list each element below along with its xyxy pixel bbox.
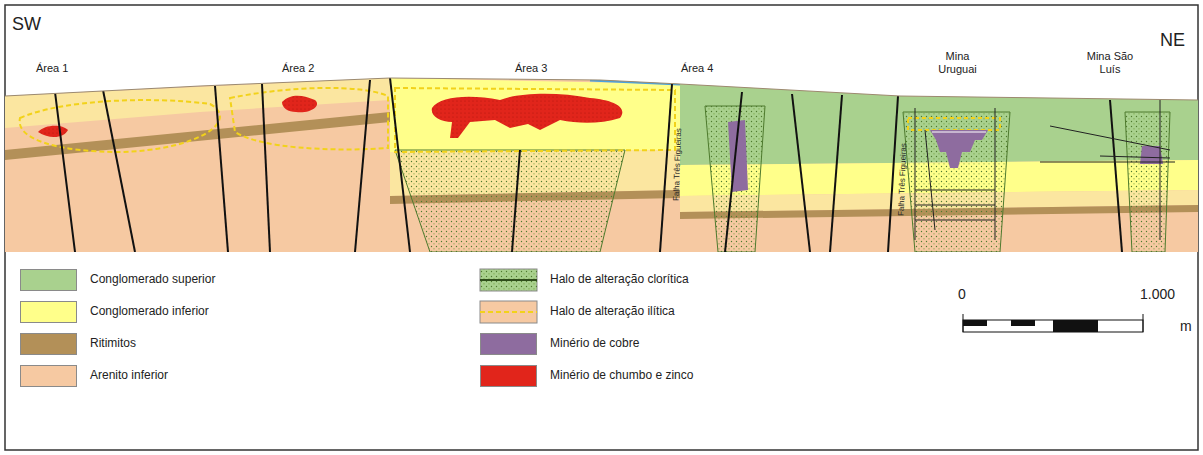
direction-label: SW [12,14,41,35]
legend-text: Minério de cobre [550,337,639,351]
legend-text: Arenito inferior [90,369,168,383]
area-label: Mina São Luís [1080,50,1140,75]
legend-text: Conglomerado superior [90,273,215,287]
legend-swatch [20,365,77,387]
scale-label: m [1180,318,1192,334]
area-label: Área 1 [36,62,68,75]
scale-label: 1.000 [1140,286,1175,302]
legend-swatch [20,269,77,291]
area-label: Mina Uruguai [930,50,985,75]
legend-swatch [20,301,77,323]
fault-label: Falha Três Figueiras [896,143,908,216]
direction-label: NE [1160,30,1185,51]
legend-text: Halo de alteração clorítica [550,273,689,287]
legend-swatch [480,365,537,387]
fault-label: Falha Três Figueiras [671,128,683,201]
legend-text: Halo de alteração ilítica [550,305,675,319]
area-label: Área 3 [515,62,547,75]
scale-label: 0 [958,286,966,302]
area-label: Área 2 [282,62,314,75]
legend-swatch [20,333,77,355]
legend-text: Ritimitos [90,337,136,351]
area-label: Área 4 [681,62,713,75]
legend-swatch [480,333,537,355]
legend-text: Conglomerado inferior [90,305,209,319]
legend-text: Minério de chumbo e zinco [550,369,693,383]
